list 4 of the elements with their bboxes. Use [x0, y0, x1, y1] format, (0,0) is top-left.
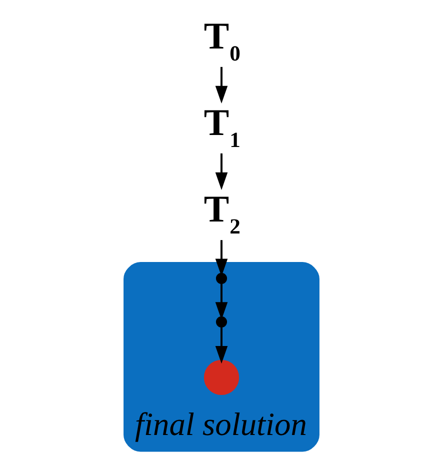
node-label: final solution [135, 407, 307, 444]
node-text: T$_{0}$ [204, 15, 240, 66]
node-text: T$_{2}$ [204, 188, 240, 238]
node-text: T$_{1}$ [204, 102, 240, 152]
